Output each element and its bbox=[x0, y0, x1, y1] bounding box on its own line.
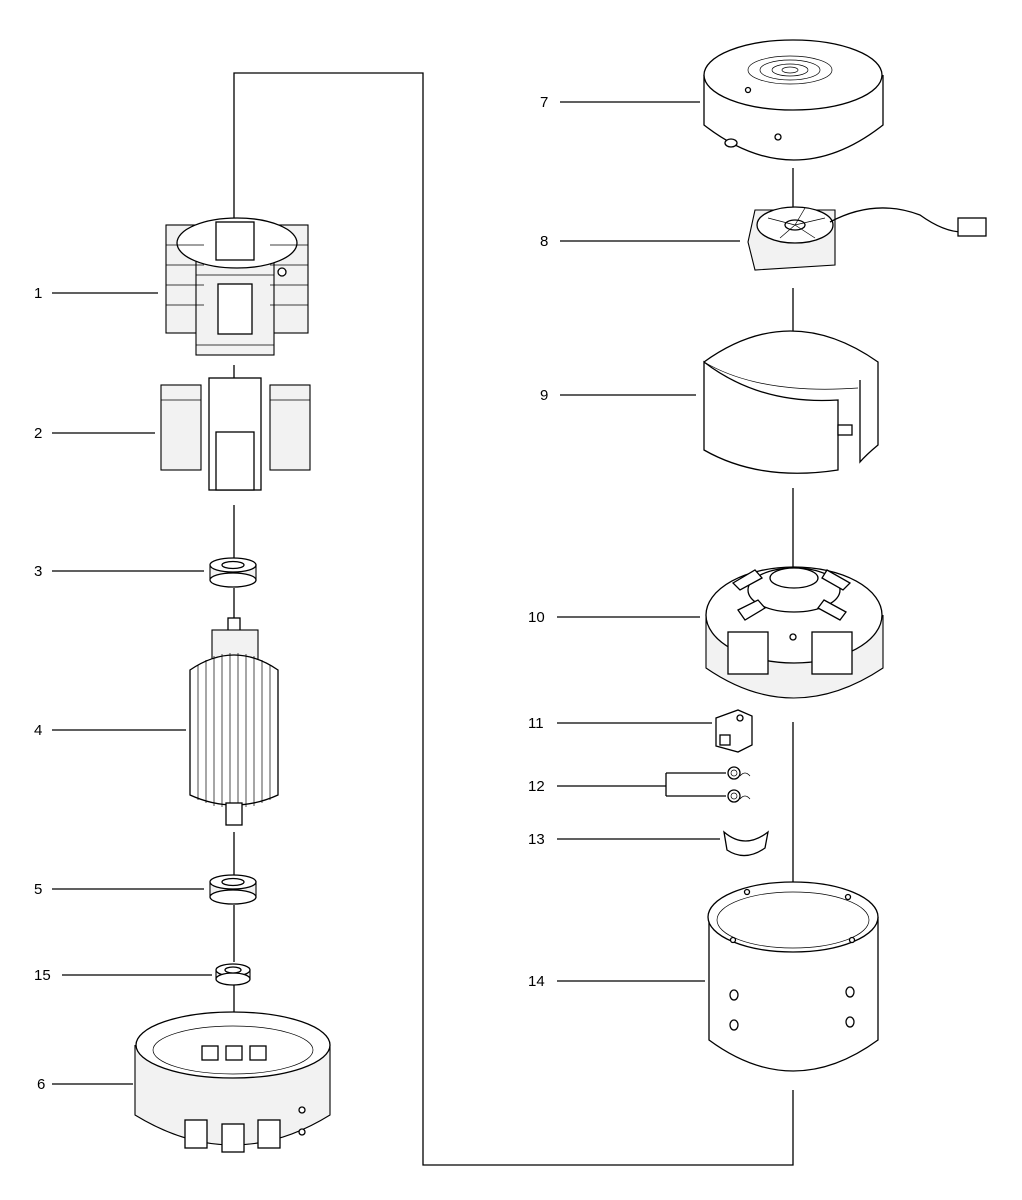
callout-1: 1 bbox=[34, 285, 42, 302]
callout-4: 4 bbox=[34, 722, 42, 739]
callout-14: 14 bbox=[528, 973, 545, 990]
part-13-clip bbox=[723, 830, 769, 857]
callout-9: 9 bbox=[540, 387, 548, 404]
callout-5: 5 bbox=[34, 881, 42, 898]
part-11-brush-holder bbox=[715, 709, 753, 753]
part-4-armature bbox=[189, 617, 279, 826]
part-5-bearing bbox=[209, 874, 257, 905]
part-15-washer bbox=[215, 963, 251, 986]
part-10-motor-housing bbox=[705, 566, 884, 699]
callout-15: 15 bbox=[34, 967, 51, 984]
part-12-springs bbox=[665, 766, 751, 803]
leader-lines bbox=[52, 101, 740, 1085]
part-3-bearing bbox=[209, 557, 257, 588]
part-14-base-housing bbox=[707, 881, 879, 1072]
callout-10: 10 bbox=[528, 609, 545, 626]
assembly-path-line bbox=[233, 72, 794, 1166]
callout-6: 6 bbox=[37, 1076, 45, 1093]
callout-8: 8 bbox=[540, 233, 548, 250]
callout-12: 12 bbox=[528, 778, 545, 795]
callout-labels: 1 2 3 4 5 15 6 7 8 9 10 11 12 13 14 bbox=[34, 94, 548, 1093]
part-9-sleeve bbox=[703, 330, 879, 474]
callout-2: 2 bbox=[34, 425, 42, 442]
callout-11: 11 bbox=[528, 715, 544, 732]
callout-3: 3 bbox=[34, 563, 42, 580]
part-2-pole-shoes bbox=[160, 377, 311, 491]
callout-7: 7 bbox=[540, 94, 548, 111]
part-8-fan bbox=[747, 206, 987, 271]
part-6-end-housing bbox=[134, 1011, 331, 1153]
callout-13: 13 bbox=[528, 831, 545, 848]
part-7-top-cap bbox=[703, 39, 884, 161]
part-1-field-coil bbox=[165, 217, 309, 356]
